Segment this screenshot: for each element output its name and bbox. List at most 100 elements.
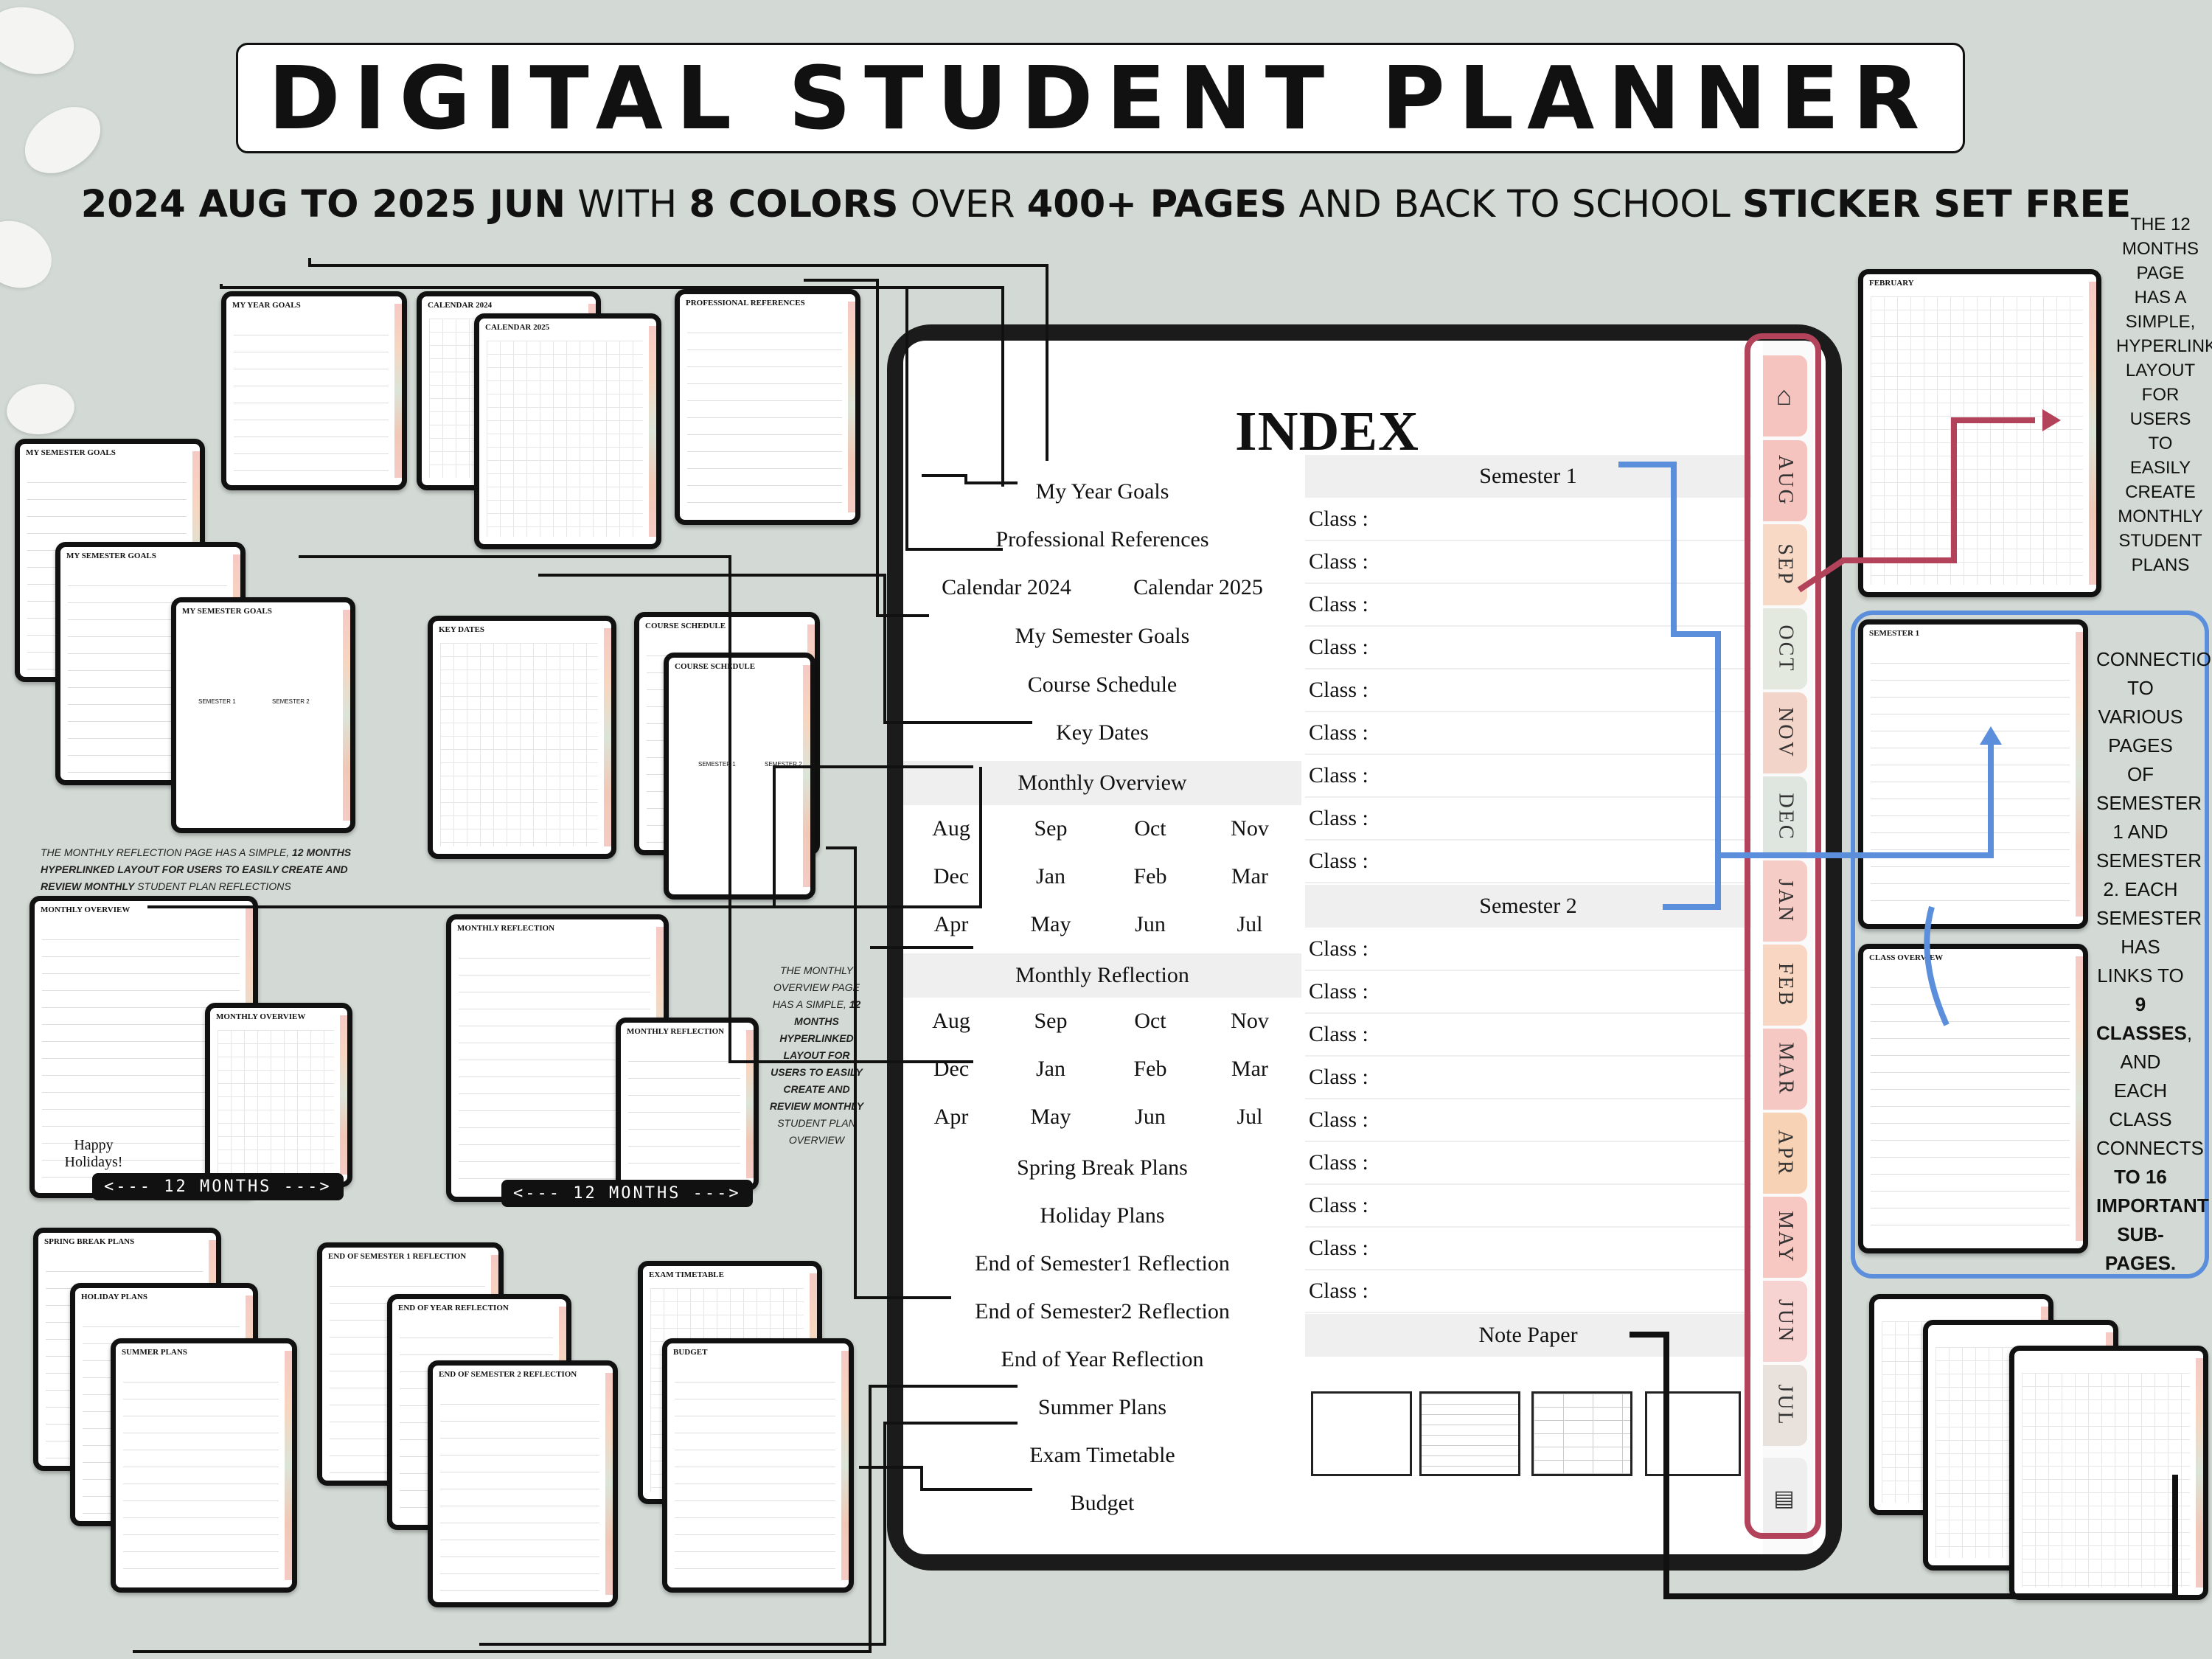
overview-month-dec[interactable]: Dec [933, 864, 970, 888]
index-link-exam-timetable[interactable]: Exam Timetable [1029, 1443, 1175, 1467]
sem1-class-2[interactable]: Class : [1309, 549, 1368, 574]
sem2-class-8[interactable]: Class : [1309, 1236, 1368, 1260]
index-link-key-dates[interactable]: Key Dates [1056, 720, 1149, 745]
thumb-february[interactable]: FEBRUARY [1858, 269, 2101, 597]
index-link-end-of-year-reflection[interactable]: End of Year Reflection [1001, 1347, 1204, 1371]
reflection-month-jul[interactable]: Jul [1237, 1105, 1263, 1129]
note-paper-lined[interactable] [1531, 1391, 1632, 1476]
index-link-spring-break-plans[interactable]: Spring Break Plans [1017, 1155, 1188, 1180]
text-part: THE MONTHLY OVERVIEW PAGE HAS A SIMPLE, [772, 964, 860, 1010]
month-tab-nov[interactable]: NOV [1763, 692, 1807, 773]
month-tab-aug[interactable]: AUG [1763, 440, 1807, 521]
month-tab-may[interactable]: MAY [1763, 1197, 1807, 1278]
overview-month-jun[interactable]: Jun [1135, 912, 1166, 936]
thumb-professional-references[interactable]: PROFESSIONAL REFERENCES [675, 289, 860, 525]
reflection-month-jun[interactable]: Jun [1135, 1105, 1166, 1129]
sem2-class-4[interactable]: Class : [1309, 1065, 1368, 1089]
semester-1-button[interactable]: SEMESTER 1 [198, 698, 236, 705]
thumb-calendar-2025[interactable]: CALENDAR 2025 [474, 313, 661, 549]
month-tab-jan[interactable]: JAN [1763, 860, 1807, 942]
overview-month-oct[interactable]: Oct [1134, 816, 1166, 841]
overview-month-aug[interactable]: Aug [932, 816, 970, 841]
reflection-month-may[interactable]: May [1030, 1105, 1071, 1129]
sem1-class-5[interactable]: Class : [1309, 678, 1368, 702]
index-link-calendar-2024[interactable]: Calendar 2024 [942, 575, 1071, 599]
note-paper-blank[interactable] [1311, 1391, 1412, 1476]
sem1-class-3[interactable]: Class : [1309, 592, 1368, 616]
overview-month-jan[interactable]: Jan [1036, 864, 1065, 888]
sem2-class-1[interactable]: Class : [1309, 936, 1368, 961]
index-link-end-of-semester1-reflection[interactable]: End of Semester1 Reflection [975, 1251, 1230, 1276]
month-tab-jul[interactable]: JUL [1763, 1365, 1807, 1446]
reflection-month-aug[interactable]: Aug [932, 1009, 970, 1033]
thumb-course-schedule-2[interactable]: COURSE SCHEDULE SEMESTER 1 SEMESTER 2 [664, 653, 815, 900]
class-divider [1305, 1141, 1751, 1142]
overview-month-jul[interactable]: Jul [1237, 912, 1263, 936]
home-tab[interactable]: ⌂ [1763, 355, 1807, 437]
overview-month-may[interactable]: May [1030, 912, 1071, 936]
semester-1-button[interactable]: SEMESTER 1 [698, 761, 736, 768]
note-paper-header[interactable]: Note Paper [1305, 1314, 1751, 1357]
sem1-class-9[interactable]: Class : [1309, 849, 1368, 873]
thumb-budget[interactable]: BUDGET [662, 1338, 854, 1593]
notes-tab[interactable]: ▤ [1763, 1458, 1807, 1539]
overview-month-mar[interactable]: Mar [1231, 864, 1268, 888]
month-tab-feb[interactable]: FEB [1763, 945, 1807, 1026]
index-link-my-semester-goals[interactable]: My Semester Goals [1015, 624, 1190, 648]
semester-1-header[interactable]: Semester 1 [1305, 455, 1751, 498]
index-link-calendar-2025[interactable]: Calendar 2025 [1133, 575, 1263, 599]
index-link-course-schedule[interactable]: Course Schedule [1027, 672, 1178, 697]
sem2-class-6[interactable]: Class : [1309, 1150, 1368, 1175]
sem2-class-2[interactable]: Class : [1309, 979, 1368, 1004]
sem1-class-6[interactable]: Class : [1309, 720, 1368, 745]
overview-month-nov[interactable]: Nov [1231, 816, 1269, 841]
reflection-month-nov[interactable]: Nov [1231, 1009, 1269, 1033]
month-tab-oct[interactable]: OCT [1763, 608, 1807, 689]
thumb-year-goals[interactable]: MY YEAR GOALS [221, 291, 407, 490]
thumb-class-overview[interactable]: CLASS OVERVIEW [1858, 944, 2088, 1253]
text-part: THE MONTHLY REFLECTION PAGE HAS A SIMPLE… [41, 846, 293, 858]
overview-month-feb[interactable]: Feb [1133, 864, 1167, 888]
reflection-month-feb[interactable]: Feb [1133, 1057, 1167, 1081]
index-link-holiday-plans[interactable]: Holiday Plans [1040, 1203, 1165, 1228]
index-link-monthly-reflection[interactable]: Monthly Reflection [903, 953, 1301, 998]
sem2-class-5[interactable]: Class : [1309, 1107, 1368, 1132]
reflection-month-apr[interactable]: Apr [933, 1105, 969, 1129]
index-link-professional-references[interactable]: Professional References [995, 527, 1209, 552]
thumb-summer-plans[interactable]: SUMMER PLANS [111, 1338, 297, 1593]
reflection-month-oct[interactable]: Oct [1134, 1009, 1166, 1033]
sem2-class-9[interactable]: Class : [1309, 1279, 1368, 1303]
thumb-semester-goals-3[interactable]: MY SEMESTER GOALS SEMESTER 1 SEMESTER 2 [171, 597, 355, 833]
index-link-end-of-semester2-reflection[interactable]: End of Semester2 Reflection [975, 1299, 1230, 1324]
sem1-class-8[interactable]: Class : [1309, 806, 1368, 830]
thumb-semester-1[interactable]: SEMESTER 1 [1858, 619, 2088, 929]
reflection-month-sep[interactable]: Sep [1034, 1009, 1068, 1033]
sem1-class-7[interactable]: Class : [1309, 763, 1368, 787]
sem2-class-3[interactable]: Class : [1309, 1022, 1368, 1046]
sem1-class-4[interactable]: Class : [1309, 635, 1368, 659]
text-part: STUDENT PLAN REFLECTIONS [134, 880, 291, 892]
thumb-monthly-overview-2[interactable]: MONTHLY OVERVIEW [205, 1003, 352, 1187]
overview-month-sep[interactable]: Sep [1034, 816, 1068, 841]
semester-2-button[interactable]: SEMESTER 2 [272, 698, 310, 705]
sem1-class-1[interactable]: Class : [1309, 507, 1368, 531]
semester-2-button[interactable]: SEMESTER 2 [765, 761, 802, 768]
note-paper-dotted[interactable] [1645, 1391, 1741, 1476]
sem2-class-7[interactable]: Class : [1309, 1193, 1368, 1217]
thumb-monthly-reflection-2[interactable]: MONTHLY REFLECTION [616, 1018, 759, 1191]
month-tab-apr[interactable]: APR [1763, 1113, 1807, 1194]
note-paper-grid[interactable] [1419, 1391, 1520, 1476]
month-tab-dec[interactable]: DEC [1763, 776, 1807, 858]
index-link-my-year-goals[interactable]: My Year Goals [1035, 479, 1169, 504]
reflection-month-jan[interactable]: Jan [1036, 1057, 1065, 1081]
month-tab-sep[interactable]: SEP [1763, 524, 1807, 605]
thumb-end-sem2[interactable]: END OF SEMESTER 2 REFLECTION [428, 1360, 618, 1607]
index-link-budget[interactable]: Budget [1070, 1491, 1135, 1515]
month-tab-jun[interactable]: JUN [1763, 1281, 1807, 1362]
overview-month-apr[interactable]: Apr [933, 912, 969, 936]
index-link-summer-plans[interactable]: Summer Plans [1037, 1395, 1167, 1419]
month-tab-mar[interactable]: MAR [1763, 1029, 1807, 1110]
reflection-month-mar[interactable]: Mar [1231, 1057, 1268, 1081]
thumb-key-dates[interactable]: KEY DATES [428, 616, 616, 859]
